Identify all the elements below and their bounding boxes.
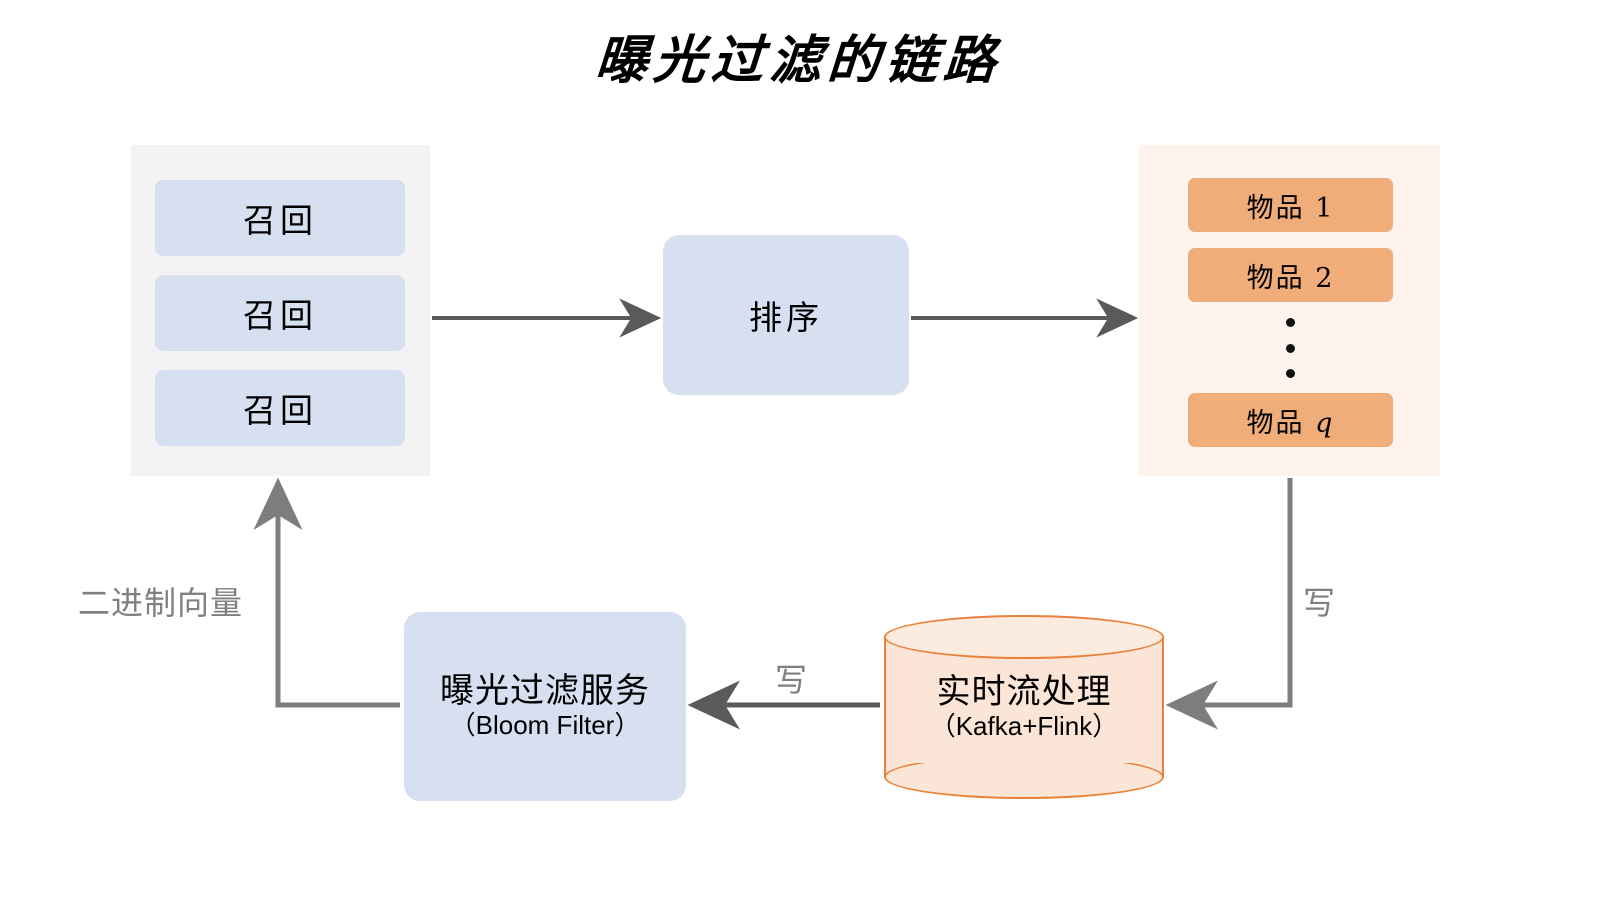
edge-items-to-stream bbox=[1165, 478, 1293, 730]
stream-processing-title: 实时流处理 bbox=[936, 672, 1112, 711]
recall-box-2-label: 召回 bbox=[243, 297, 317, 334]
recall-box-1[interactable]: 召回 bbox=[155, 180, 405, 256]
edge-bloom-to-recall bbox=[253, 477, 400, 708]
vertical-ellipsis-icon bbox=[1188, 318, 1393, 378]
item-box-q[interactable]: 物品 q bbox=[1188, 393, 1393, 447]
item-box-2[interactable]: 物品 2 bbox=[1188, 248, 1393, 302]
recall-box-3[interactable]: 召回 bbox=[155, 370, 405, 446]
bloom-filter-node[interactable]: 曝光过滤服务 （Bloom Filter） bbox=[404, 612, 686, 801]
item-box-1[interactable]: 物品 1 bbox=[1188, 178, 1393, 232]
bloom-filter-title: 曝光过滤服务 bbox=[440, 672, 650, 710]
ellipsis-dot bbox=[1286, 369, 1295, 378]
stream-processing-text: 实时流处理 （Kafka+Flink） bbox=[884, 615, 1164, 799]
item-box-q-label: 物品 q bbox=[1246, 407, 1335, 439]
stream-processing-node[interactable]: 实时流处理 （Kafka+Flink） bbox=[884, 615, 1164, 799]
item-index-variable: q bbox=[1315, 407, 1335, 439]
rank-node[interactable]: 排序 bbox=[663, 235, 909, 395]
stream-processing-subtitle: （Kafka+Flink） bbox=[929, 710, 1119, 741]
recall-box-3-label: 召回 bbox=[243, 392, 317, 429]
cylinder-seam-cover bbox=[886, 745, 1162, 763]
bloom-filter-subtitle: （Bloom Filter） bbox=[449, 710, 641, 741]
item-box-1-label: 物品 1 bbox=[1246, 192, 1335, 224]
page-title: 曝光过滤的链路 bbox=[593, 30, 1004, 91]
edge-label-binary-vector: 二进制向量 bbox=[78, 585, 244, 621]
ellipsis-dot bbox=[1286, 318, 1295, 327]
rank-node-label: 排序 bbox=[749, 299, 823, 336]
item-box-2-label: 物品 2 bbox=[1246, 262, 1335, 294]
cylinder-top-ellipse bbox=[884, 615, 1164, 659]
edge-label-write-right: 写 bbox=[1303, 585, 1336, 621]
edge-label-write-middle: 写 bbox=[775, 662, 808, 698]
ellipsis-dot bbox=[1286, 343, 1295, 353]
recall-box-2[interactable]: 召回 bbox=[155, 275, 405, 351]
recall-box-1-label: 召回 bbox=[243, 202, 317, 239]
